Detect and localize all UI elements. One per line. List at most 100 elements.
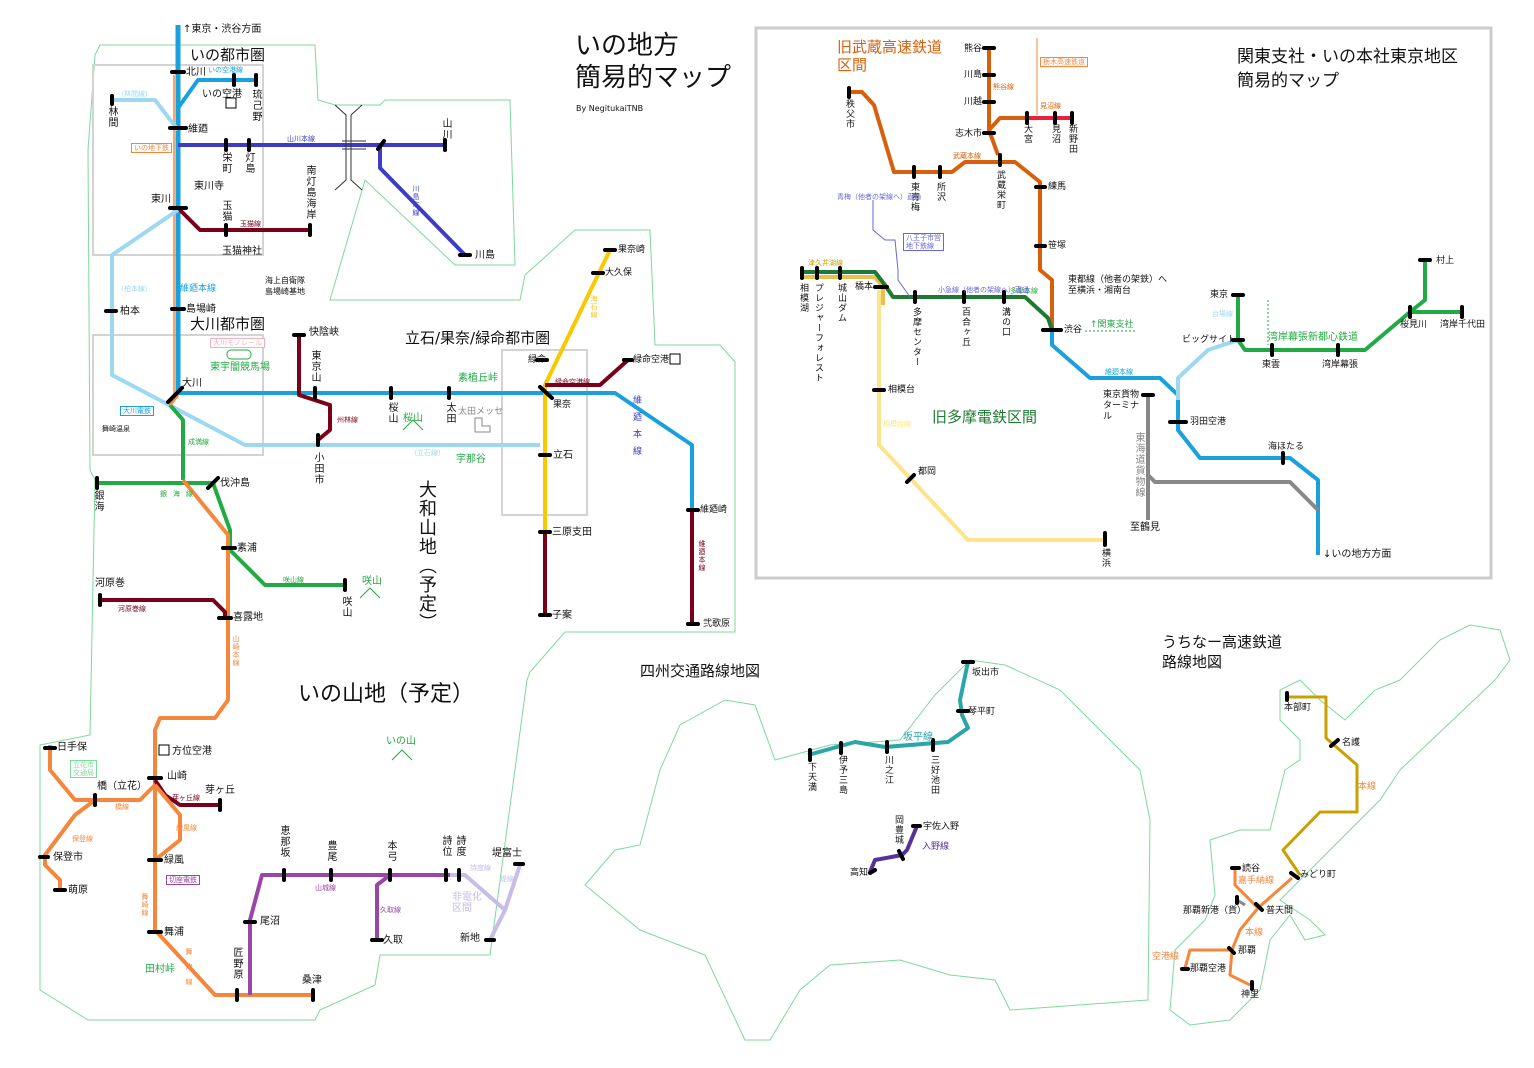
station-label[interactable]: 練馬 <box>1048 182 1067 192</box>
station-label[interactable]: 桜山 <box>386 402 397 424</box>
station-label[interactable]: 武蔵栄町 <box>995 170 1005 210</box>
station-label[interactable]: 維廼 <box>188 124 208 135</box>
station-label[interactable]: 三好池田 <box>929 755 939 795</box>
station-label[interactable]: 湾岸幕張 <box>1322 360 1359 370</box>
station-label[interactable]: 湾岸千代田 <box>1440 320 1486 330</box>
station-label[interactable]: 久取 <box>383 935 403 946</box>
station-label[interactable]: 舞浦 <box>164 927 184 938</box>
station-label[interactable]: 萌原 <box>68 885 88 896</box>
station-label[interactable]: 詩位 <box>440 835 451 857</box>
station-label[interactable]: 都岡 <box>918 467 937 477</box>
station-label[interactable]: 玉猫神社 <box>222 246 262 257</box>
station-label[interactable]: 快陰峡 <box>309 327 339 338</box>
station-label[interactable]: 玉猫 <box>220 200 231 222</box>
station-label[interactable]: 豊尾 <box>325 840 336 862</box>
station-label[interactable]: 堤富士 <box>492 848 522 859</box>
station-label[interactable]: 相模湖 <box>798 283 808 313</box>
station-label[interactable]: 川之江 <box>883 755 893 785</box>
station-label[interactable]: 方位空港 <box>172 746 212 757</box>
station-label[interactable]: 銀海 <box>92 490 103 512</box>
station-label[interactable]: 伊予三島 <box>837 755 847 795</box>
station-label[interactable]: 素浦 <box>237 543 257 554</box>
station-label[interactable]: 弐歌原 <box>703 619 731 629</box>
station-label[interactable]: 山川 <box>440 118 451 140</box>
station-label[interactable]: 大川 <box>182 378 202 389</box>
station-label[interactable]: 下天満 <box>806 762 816 792</box>
station-label[interactable]: 南灯島海岸 <box>304 165 315 220</box>
station-label[interactable]: 至鶴見 <box>1130 522 1160 533</box>
station-label[interactable]: 立石 <box>553 450 573 461</box>
station-label[interactable]: 灯島 <box>243 152 254 174</box>
station-label[interactable]: 東雲 <box>1262 360 1281 370</box>
station-label[interactable]: 詩度 <box>454 835 465 857</box>
station-label[interactable]: 所沢 <box>935 182 945 202</box>
station-label[interactable]: 羽田空港 <box>1190 417 1227 427</box>
station-label[interactable]: 神里 <box>1241 990 1260 1000</box>
station-label[interactable]: 本弓 <box>385 840 396 862</box>
station-label[interactable]: 緑風 <box>164 855 184 866</box>
station-label[interactable]: 琴平町 <box>968 707 996 717</box>
station-label[interactable]: 日手保 <box>57 742 87 753</box>
station-label[interactable]: 子案 <box>552 610 572 621</box>
station-label[interactable]: 東京山 <box>309 350 320 383</box>
station-label[interactable]: 笹塚 <box>1048 241 1067 251</box>
station-label[interactable]: 恵那坂 <box>278 825 289 858</box>
station-label[interactable]: 山崎 <box>167 771 187 782</box>
station-label[interactable]: 芽ヶ丘 <box>205 785 235 796</box>
station-label[interactable]: 橋（立花） <box>97 781 147 792</box>
station-label[interactable]: 太田 <box>444 402 455 424</box>
station-label[interactable]: 川越 <box>964 97 983 107</box>
station-label[interactable]: 栄町 <box>220 152 231 174</box>
station-label[interactable]: 新地 <box>460 933 480 944</box>
station-label[interactable]: 東京貨物ターミナル <box>1103 390 1140 422</box>
station-label[interactable]: 喜露地 <box>233 612 263 623</box>
station-label[interactable]: 咲山 <box>340 596 351 618</box>
station-label[interactable]: 伐沖島 <box>220 478 250 489</box>
station-label[interactable]: 見沼 <box>1050 124 1060 144</box>
station-label[interactable]: 大久保 <box>605 268 633 278</box>
station-label[interactable]: 名護 <box>1342 738 1361 748</box>
station-label[interactable]: 桑津 <box>302 975 322 986</box>
station-label[interactable]: いの空港 <box>202 89 242 100</box>
station-label[interactable]: 渋谷 <box>1064 325 1083 335</box>
station-label[interactable]: 小田市 <box>312 452 323 485</box>
station-label[interactable]: 東青梅 <box>909 182 919 212</box>
station-label[interactable]: 百合ヶ丘 <box>960 307 970 347</box>
station-label[interactable]: 緑命 <box>528 355 547 365</box>
station-label[interactable]: 琉己野 <box>250 89 261 122</box>
station-label[interactable]: 河原巻 <box>95 578 125 589</box>
station-label[interactable]: 匠野原 <box>231 947 242 980</box>
station-label[interactable]: 島場崎 <box>186 304 216 315</box>
station-label[interactable]: 橋本 <box>855 282 874 292</box>
station-label[interactable]: プレジャーフォレスト <box>813 283 823 383</box>
station-label[interactable]: 相模台 <box>888 385 916 395</box>
station-label[interactable]: 多摩センター <box>911 307 921 367</box>
station-label[interactable]: 東川寺 <box>194 181 224 192</box>
station-label[interactable]: 尾沼 <box>260 916 280 927</box>
station-label[interactable]: 新野田 <box>1067 124 1077 154</box>
station-label[interactable]: 海ほたる <box>1268 442 1305 452</box>
station-label[interactable]: 果奈崎 <box>618 245 646 255</box>
station-label[interactable]: 城山ダム <box>836 283 846 323</box>
station-label[interactable]: 果奈 <box>553 400 572 410</box>
station-label[interactable]: 村上 <box>1436 256 1455 266</box>
station-label[interactable]: 秩父市 <box>844 99 854 129</box>
station-label[interactable]: 三原支田 <box>552 527 592 538</box>
station-label[interactable]: 東川 <box>151 194 171 205</box>
station-label[interactable]: 坂出市 <box>972 668 1000 678</box>
station-label[interactable]: 桜見川 <box>1400 320 1428 330</box>
station-label[interactable]: 川島 <box>964 70 983 80</box>
station-label[interactable]: 本部町 <box>1284 703 1312 713</box>
station-label[interactable]: ビッグサイト <box>1182 335 1237 345</box>
station-label[interactable]: みどり町 <box>1300 870 1337 880</box>
station-label[interactable]: 溝の口 <box>1000 307 1010 337</box>
station-label[interactable]: 川島 <box>475 250 495 261</box>
station-label[interactable]: 読谷 <box>1242 864 1261 874</box>
station-label[interactable]: 横浜 <box>1100 548 1110 568</box>
station-label[interactable]: 柏本 <box>120 306 140 317</box>
station-label[interactable]: 大宮 <box>1022 124 1032 144</box>
station-label[interactable]: 保登市 <box>53 852 83 863</box>
station-label[interactable]: 維廼崎 <box>700 505 728 515</box>
station-label[interactable]: 高知 <box>850 868 869 878</box>
station-label[interactable]: 緑命空港 <box>633 355 670 365</box>
